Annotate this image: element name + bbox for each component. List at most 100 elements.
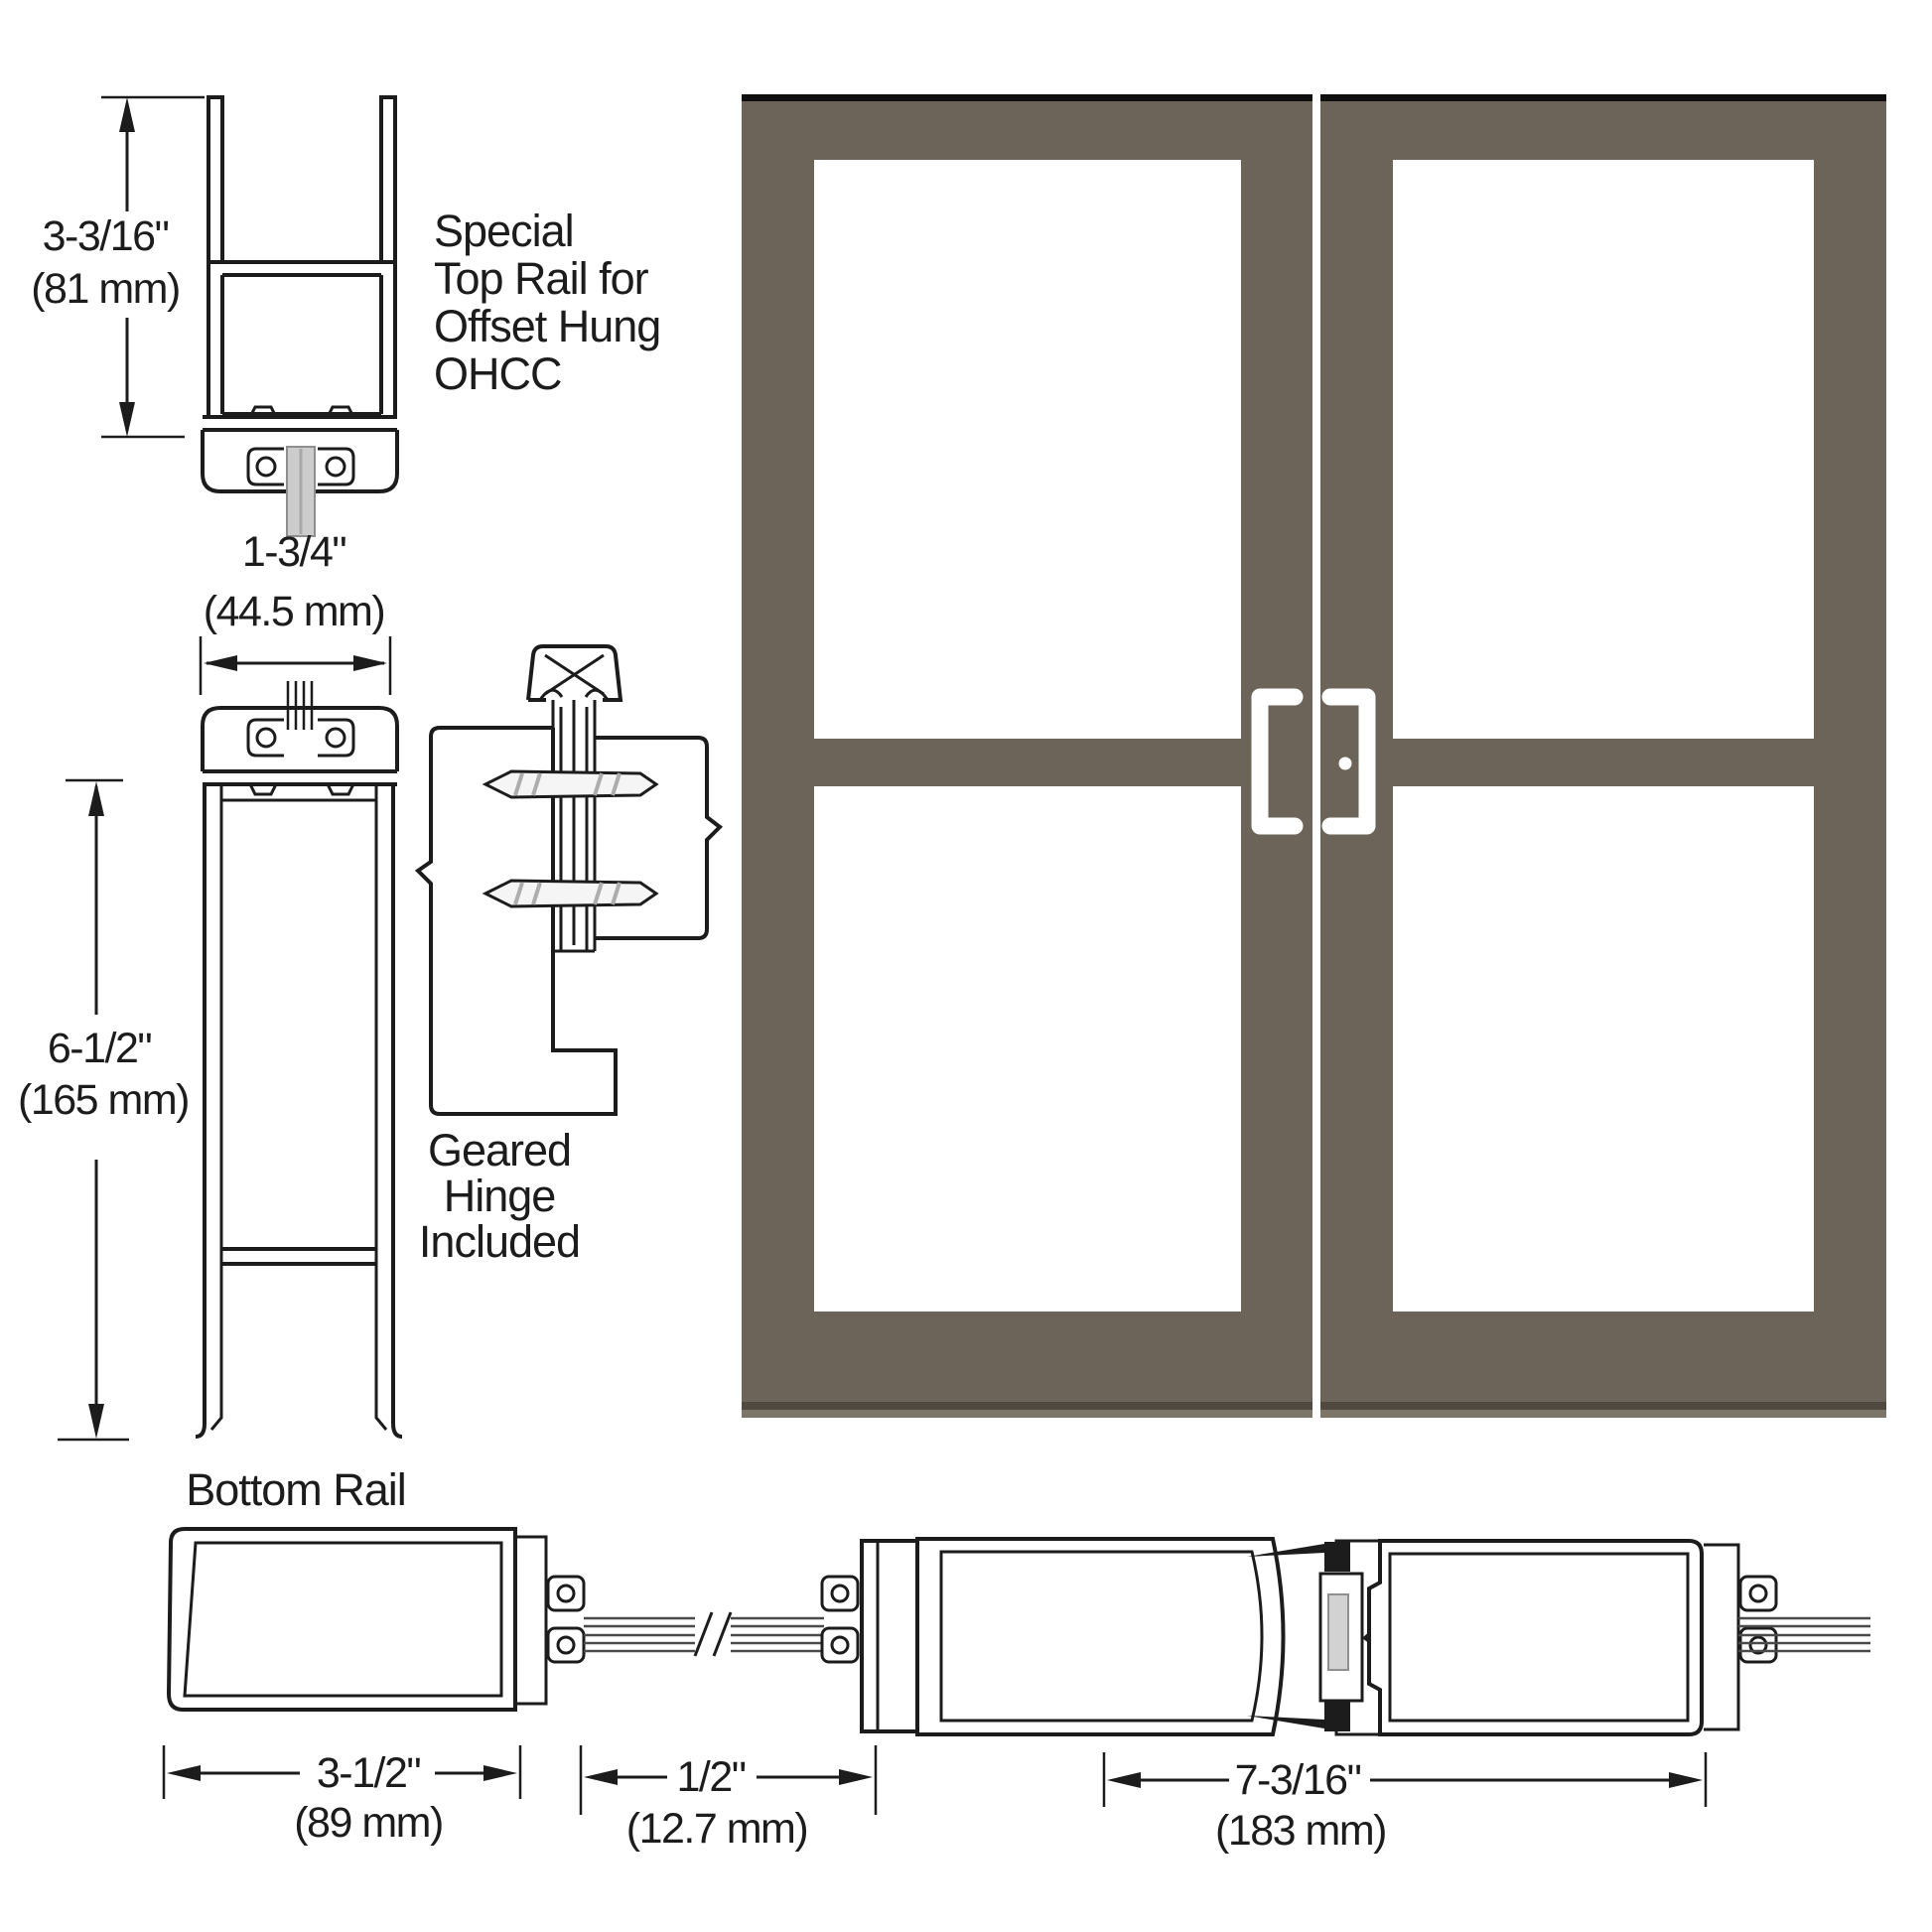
pair-meeting-section-view [820,1537,1870,1736]
arrow-down-icon [88,1404,104,1439]
glazing-clip [1738,1626,1778,1664]
left-door-glass-top [814,160,1241,739]
left-door-bottom-shadow [742,1402,1312,1410]
astragal-body [1318,1572,1364,1703]
glass-section-lines [1738,1616,1870,1653]
weather-seal-bottom [1247,1716,1324,1728]
cylinder-lock-icon[interactable] [1338,757,1352,770]
dim-stile-height-in-label: 6-1/2" [48,1025,152,1072]
arrow-up-icon [88,781,104,816]
dim-extension-ticks [199,636,392,695]
hinge-screw-icon [482,769,659,799]
bottom-rail-label: Bottom Rail [186,1464,406,1515]
arrow-down-icon [119,402,135,437]
door-stile-section-b-inner [1388,1552,1690,1723]
arrow-left-icon [1107,1772,1141,1788]
dim-extension-ticks [1102,1752,1708,1807]
screw-hatch [513,772,621,796]
dim-bottom-rail-width-mm-label: (89 mm) [294,1799,443,1847]
dim-door-thickness: 1-3/4" (44.5 mm) [199,528,392,695]
door-stile-section-b-lips [1334,1539,1380,1736]
hinge-note-line1: Geared [428,1125,571,1175]
hinge-cap-outline [526,644,623,702]
stile-body-inner [209,784,388,1431]
left-door-glass-bottom [814,786,1241,1311]
clip-roller-icon [556,1584,576,1603]
glazing-clip [820,1575,860,1612]
hinge-gear-cross [544,653,605,696]
clip-roller-icon [1748,1584,1768,1603]
dim-top-rail-height-in-label: 3-3/16" [43,212,169,260]
right-door-glass-top [1393,160,1814,739]
arrow-right-icon [353,655,387,671]
clip-roller-icon [556,1635,576,1655]
hinge-stile-channel [860,1539,919,1733]
glazing-clip [546,1626,586,1664]
hinge-door-leaf-outline [414,726,618,1116]
glass-edge-lines [286,681,314,730]
left-door [742,94,1312,1418]
bottom-rail-outline [166,1527,517,1712]
arrow-right-icon [839,1769,873,1785]
left-door-top-edge [742,94,1312,101]
glazing-clip [546,1575,586,1612]
arrow-up-icon [119,97,135,132]
right-door-glass-bottom [1393,786,1814,1311]
arrow-left-icon [167,1765,201,1781]
top-rail-note-line1: Special [434,206,574,256]
arrow-right-icon [483,1765,517,1781]
clip-roller-icon [830,1584,850,1603]
dim-extension-ticks [101,95,205,439]
arrow-left-icon [584,1769,618,1785]
dim-bottom-rail-width-in-label: 3-1/2" [317,1749,421,1797]
bottom-rail-section-view [166,1527,824,1712]
geared-hinge-view [414,644,724,1116]
astragal-glazing-strip [1327,1593,1349,1671]
screw-hatch [513,882,621,905]
left-door-bottom-edge [742,1410,1312,1418]
stile-top-assembly-outline [201,706,399,786]
dim-extension-ticks [58,778,129,1442]
glazing-clip [820,1626,860,1664]
glazing-clip [1738,1575,1778,1612]
left-door-pull-handle[interactable] [1251,688,1304,835]
glass-section-lines [584,1616,695,1653]
hinge-note-line2: Hinge [444,1171,556,1221]
stile-b-glazing-channel [1704,1543,1740,1731]
top-rail-vinyl-clips [246,447,355,486]
dim-stile-height-mm-label: (165 mm) [18,1076,189,1124]
door-stile-section-a [915,1537,1286,1736]
dim-top-rail-height-mm-label: (81 mm) [31,265,180,313]
hinge-cap-hooks [538,688,610,701]
dim-extension-ticks [579,1745,878,1815]
glass-break-marks [693,1611,733,1657]
dim-door-thickness-mm-label: (44.5 mm) [204,588,384,635]
dim-glass-inset-mm-label: (12.7 mm) [626,1805,807,1853]
right-door-pull-handle[interactable] [1321,688,1376,835]
clip-roller-icon [255,727,277,749]
glass-section-lines [731,1616,824,1653]
top-rail-note-line4: OHCC [434,348,562,399]
dim-top-rail-height: 3-3/16" (81 mm) [31,95,205,439]
dim-door-thickness-in-label: 1-3/4" [242,528,346,576]
clip-roller-icon [255,456,277,478]
stile-glazing-wedges [248,783,355,796]
door-stile-section-a-inner [939,1550,1264,1723]
dim-pair-width-mm-label: (183 mm) [1215,1807,1386,1855]
dim-glass-inset: 1/2" (12.7 mm) [579,1745,878,1853]
stile-section-view [195,706,403,1439]
dim-pair-width: 7-3/16" (183 mm) [1102,1752,1708,1855]
dim-bottom-rail-width: 3-1/2" (89 mm) [162,1745,522,1847]
weather-seal-top [1247,1544,1324,1557]
top-rail-note: Special Top Rail for Offset Hung OHCC [434,206,661,399]
stile-body-outline [195,784,403,1439]
right-door-bottom-shadow [1320,1402,1886,1410]
hinge-frame-leaf-outline [595,736,724,940]
top-rail-glazing-wedges [248,405,355,418]
clip-roller-icon [325,727,346,749]
clip-roller-icon [325,456,346,478]
top-rail-profile-outline [201,95,399,493]
bottom-rail-glazing-channel [515,1535,548,1706]
